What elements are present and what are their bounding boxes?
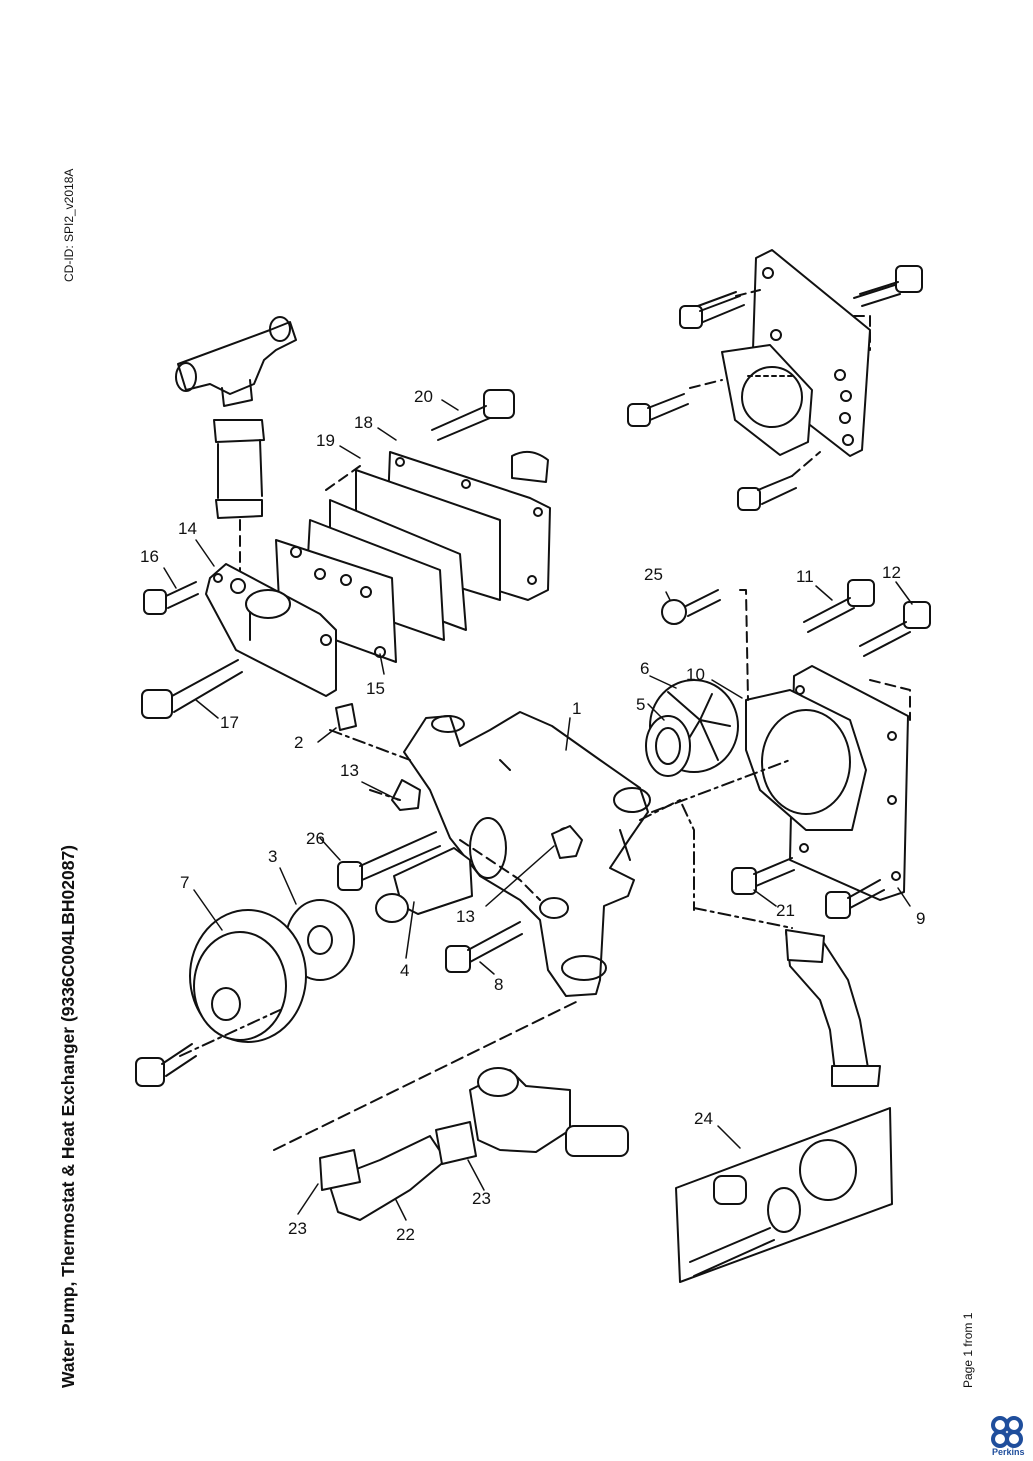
kit-box-24 bbox=[675, 1107, 893, 1283]
elbow-hose bbox=[785, 929, 881, 1087]
callout-3: 3 bbox=[268, 847, 277, 866]
bolts-misc bbox=[135, 579, 931, 1087]
gasket-backplate bbox=[739, 589, 911, 901]
lower-hose bbox=[273, 999, 629, 1221]
bracket-14 bbox=[205, 563, 337, 697]
callout-13a: 13 bbox=[340, 761, 359, 780]
brand-name: Perkins bbox=[992, 1447, 1025, 1457]
callout-2: 2 bbox=[294, 733, 303, 752]
callout-23b: 23 bbox=[472, 1189, 491, 1208]
callout-18: 18 bbox=[354, 413, 373, 432]
callout-26: 26 bbox=[306, 829, 325, 848]
callout-10: 10 bbox=[686, 665, 705, 684]
callout-19: 19 bbox=[316, 431, 335, 450]
bolts-left bbox=[141, 389, 515, 719]
leader-lines bbox=[163, 399, 913, 1221]
perkins-logo bbox=[991, 1416, 1023, 1448]
callout-4: 4 bbox=[400, 961, 409, 980]
callout-12: 12 bbox=[882, 563, 901, 582]
callout-22: 22 bbox=[396, 1225, 415, 1244]
callout-5: 5 bbox=[636, 695, 645, 714]
hub-pulley bbox=[189, 899, 355, 1043]
impeller-seal bbox=[645, 679, 739, 777]
callout-14: 14 bbox=[178, 519, 197, 538]
water-pump-body bbox=[403, 711, 651, 997]
shaft-nuts-plug bbox=[335, 703, 583, 923]
callout-20: 20 bbox=[414, 387, 433, 406]
callout-9: 9 bbox=[916, 909, 925, 928]
callout-1: 1 bbox=[572, 699, 581, 718]
callout-labels: 1 2 3 4 5 6 7 8 9 10 11 12 13 13 14 15 1… bbox=[140, 387, 925, 1244]
callout-21: 21 bbox=[776, 901, 795, 920]
callout-11: 11 bbox=[796, 567, 814, 586]
callout-13b: 13 bbox=[456, 907, 475, 926]
callout-25: 25 bbox=[644, 565, 663, 584]
callout-15: 15 bbox=[366, 679, 385, 698]
callout-7: 7 bbox=[180, 873, 189, 892]
callout-6: 6 bbox=[640, 659, 649, 678]
mounting-plate-assembly bbox=[627, 249, 923, 511]
callout-17: 17 bbox=[220, 713, 239, 732]
heat-exchanger bbox=[275, 450, 551, 663]
alignment-lines bbox=[179, 729, 793, 1057]
callout-16: 16 bbox=[140, 547, 159, 566]
thermostat-hose-assembly bbox=[175, 316, 297, 576]
callout-24: 24 bbox=[694, 1109, 713, 1128]
callout-8: 8 bbox=[494, 975, 503, 994]
callout-23a: 23 bbox=[288, 1219, 307, 1238]
